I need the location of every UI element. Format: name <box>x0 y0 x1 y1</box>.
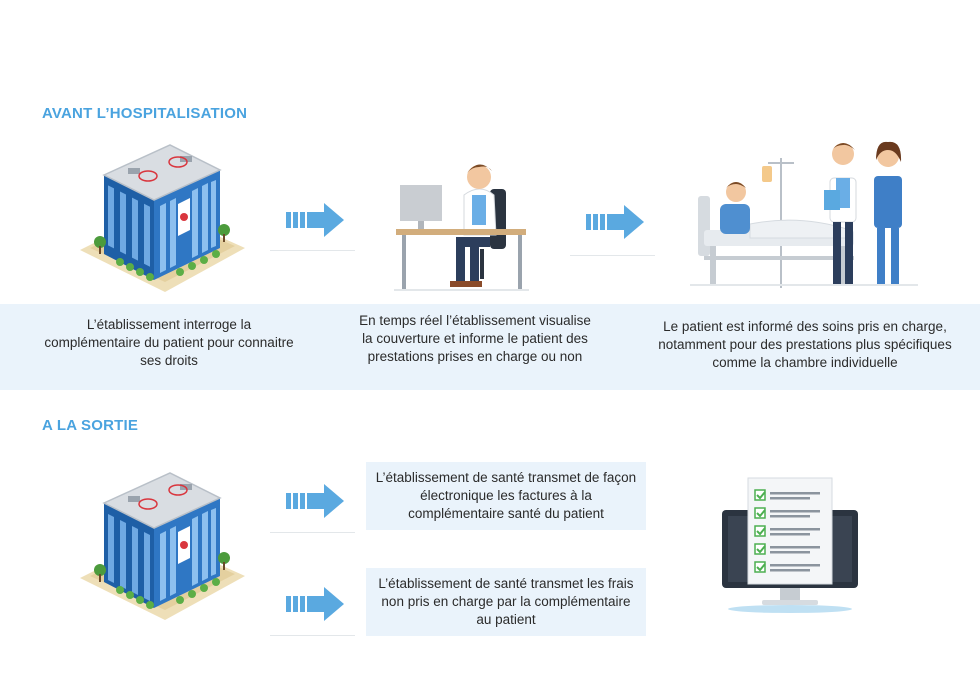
arrow-right-icon <box>586 203 646 241</box>
hospital-building-icon <box>70 130 250 300</box>
divider <box>270 532 355 533</box>
caption-step-1: L’établissement interroge la complémenta… <box>44 317 294 368</box>
section-title-before: AVANT L’HOSPITALISATION <box>42 105 248 122</box>
caption-step-3: Le patient est informé des soins pris en… <box>658 319 952 370</box>
doctor-at-desk-icon <box>392 155 542 295</box>
exit-step-box-1: L’établissement de santé transmet de faç… <box>366 462 646 530</box>
divider <box>270 250 355 251</box>
caption-step-2: En temps réel l’établissement visualise … <box>359 313 591 364</box>
arrow-right-icon <box>286 201 346 239</box>
monitor-checklist-icon <box>718 470 862 615</box>
exit-step-box-2: L’établissement de santé transmet les fr… <box>366 568 646 636</box>
arrow-right-icon <box>286 482 346 520</box>
section-title-after: A LA SORTIE <box>42 417 139 434</box>
arrow-right-icon <box>286 585 346 623</box>
divider <box>570 255 655 256</box>
hospital-building-icon <box>70 458 250 628</box>
captions-band <box>0 304 980 390</box>
divider <box>270 635 355 636</box>
patient-in-bed-icon <box>690 138 920 290</box>
